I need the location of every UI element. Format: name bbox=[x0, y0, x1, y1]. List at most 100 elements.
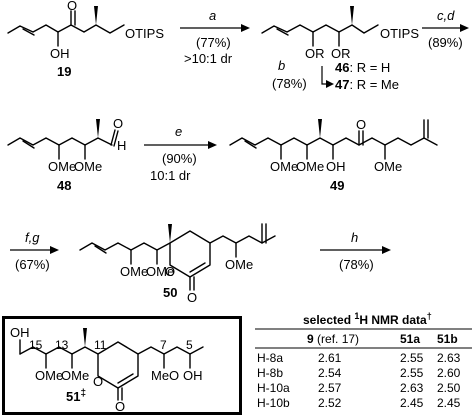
nmr-cell-51b: 2.45 bbox=[437, 396, 461, 410]
nmr-title-dagger: † bbox=[427, 311, 432, 321]
compound-19-structure: OH O OTIPS bbox=[7, 0, 164, 61]
nmr-data-table: selected 1H NMR data† 9 (ref. 17) 51a 51… bbox=[255, 311, 472, 410]
yield-e: (90%) bbox=[162, 151, 197, 166]
c51-ome-label-2: OMe bbox=[61, 368, 89, 383]
c19-otips-label: OTIPS bbox=[125, 26, 164, 41]
dr-e: 10:1 dr bbox=[150, 168, 191, 183]
c50-ome-label-3: OMe bbox=[225, 257, 253, 272]
compound-51-number-text: 51 bbox=[66, 389, 80, 404]
compound-46-r-def: : R = H bbox=[349, 60, 390, 75]
nmr-cell-9: 2.52 bbox=[318, 396, 342, 410]
c48-aldehyde-o-label: O bbox=[113, 116, 123, 131]
c51-ring-o-label: O bbox=[93, 374, 103, 389]
yield-fg: (67%) bbox=[15, 257, 50, 272]
c49-ome-label-3: OMe bbox=[374, 159, 402, 174]
compound-48-number: 48 bbox=[57, 178, 71, 193]
c19-ketone-o-label: O bbox=[67, 0, 77, 13]
c51-carbonyl-o-label: O bbox=[115, 399, 125, 414]
nmr-title-main: H NMR data bbox=[359, 313, 427, 327]
nmr-cell-9: 2.61 bbox=[318, 351, 342, 365]
c51-oh-label: OH bbox=[183, 368, 203, 383]
nmr-cell-label: H-10b bbox=[257, 396, 290, 410]
arrow-b: b (78%) bbox=[272, 58, 334, 91]
nmr-cell-51b: 2.50 bbox=[437, 381, 461, 395]
compound-47-number: 47 bbox=[335, 77, 349, 92]
c48-aldehyde-h-label: H bbox=[117, 138, 126, 153]
compound-50-structure: OMe OMe O O OMe bbox=[79, 223, 276, 305]
compound-47-line: 47: R = Me bbox=[335, 77, 399, 92]
arrow-fg: f,g (67%) bbox=[10, 230, 59, 272]
c50-carbonyl-o-label: O bbox=[187, 290, 197, 305]
compound-49-structure: OMe OMe OH O OMe bbox=[229, 117, 438, 174]
c49-oh-label: OH bbox=[326, 159, 346, 174]
compound-51-structure: OH 15 13 11 7 5 OMe OMe O O MeO OH bbox=[10, 325, 204, 414]
compound-51-dagger: ‡ bbox=[80, 388, 86, 399]
nmr-col-9-header: 9 (ref. 17) bbox=[307, 332, 359, 346]
c51-top-oh-label: OH bbox=[10, 325, 30, 340]
nmr-cell-51b: 2.63 bbox=[437, 351, 461, 365]
c50-ring-o-label: O bbox=[165, 264, 175, 279]
arrow-e: e (90%) 10:1 dr bbox=[144, 124, 217, 183]
nmr-cell-9: 2.57 bbox=[318, 381, 342, 395]
c51-locant-15: 15 bbox=[29, 338, 43, 352]
reagent-cd: c,d bbox=[437, 8, 455, 23]
compound-19-number: 19 bbox=[57, 64, 71, 79]
yield-a: (77%) bbox=[196, 35, 231, 50]
reagent-fg: f,g bbox=[25, 230, 40, 245]
nmr-title-sup: 1 bbox=[354, 311, 359, 321]
c46-or-label-1: OR bbox=[305, 46, 325, 61]
nmr-col-9-ref: (ref. 17) bbox=[314, 332, 359, 346]
compound-46-line: 46: R = H bbox=[335, 60, 390, 75]
nmr-cell-51a: 2.55 bbox=[400, 366, 424, 380]
nmr-col-51a-header: 51a bbox=[400, 332, 420, 346]
compound-51-number: 51‡ bbox=[66, 388, 86, 404]
c48-ome-label-2: OMe bbox=[74, 159, 102, 174]
yield-cd: (89%) bbox=[428, 35, 463, 50]
compound-50-number: 50 bbox=[163, 285, 177, 300]
nmr-cell-51a: 2.55 bbox=[400, 351, 424, 365]
c50-ome-label-2: OMe bbox=[146, 264, 174, 279]
arrow-a: a (77%) >10:1 dr bbox=[180, 8, 250, 66]
c51-locant-5: 5 bbox=[186, 338, 193, 352]
c19-oh-label: OH bbox=[50, 46, 70, 61]
nmr-col-9-label: 9 bbox=[307, 332, 314, 346]
arrow-h: h (78%) bbox=[320, 230, 391, 272]
arrow-cd: c,d (89%) bbox=[422, 8, 469, 50]
compound-46-number: 46 bbox=[335, 60, 349, 75]
compound-47-r-def: : R = Me bbox=[349, 77, 399, 92]
c51-locant-13: 13 bbox=[55, 338, 69, 352]
c51-locant-11: 11 bbox=[94, 338, 107, 352]
reagent-b: b bbox=[278, 58, 285, 73]
compound-51-box bbox=[2, 316, 242, 415]
compound-48-structure: O H OMe OMe bbox=[7, 116, 126, 174]
nmr-cell-51a: 2.45 bbox=[400, 396, 424, 410]
c49-ketone-o-label: O bbox=[356, 117, 366, 132]
nmr-cell-label: H-8a bbox=[257, 351, 283, 365]
dr-a: >10:1 dr bbox=[184, 51, 233, 66]
reagent-h: h bbox=[351, 230, 358, 245]
c49-ome-label-1: OMe bbox=[270, 159, 298, 174]
reagent-e: e bbox=[175, 124, 182, 139]
yield-h: (78%) bbox=[339, 257, 374, 272]
c51-meo-label: MeO bbox=[151, 368, 179, 383]
reagent-a: a bbox=[209, 8, 216, 23]
nmr-col-51b-header: 51b bbox=[437, 332, 458, 346]
nmr-cell-51a: 2.63 bbox=[400, 381, 424, 395]
nmr-title-prefix: selected bbox=[303, 313, 354, 327]
nmr-cell-label: H-10a bbox=[257, 381, 290, 395]
c51-locant-7: 7 bbox=[160, 338, 167, 352]
c51-ome-label-1: OMe bbox=[35, 368, 63, 383]
yield-b: (78%) bbox=[272, 76, 307, 91]
nmr-cell-9: 2.54 bbox=[318, 366, 342, 380]
compound-46-47-structure: OR OR OTIPS bbox=[261, 6, 419, 61]
c48-ome-label-1: OMe bbox=[48, 159, 76, 174]
c46-otips-label: OTIPS bbox=[380, 26, 419, 41]
c46-or-label-2: OR bbox=[331, 46, 351, 61]
nmr-table-title: selected 1H NMR data† bbox=[303, 311, 432, 327]
nmr-cell-51b: 2.60 bbox=[437, 366, 461, 380]
c50-ome-label-1: OMe bbox=[120, 264, 148, 279]
c49-ome-label-2: OMe bbox=[296, 159, 324, 174]
compound-49-number: 49 bbox=[330, 178, 344, 193]
